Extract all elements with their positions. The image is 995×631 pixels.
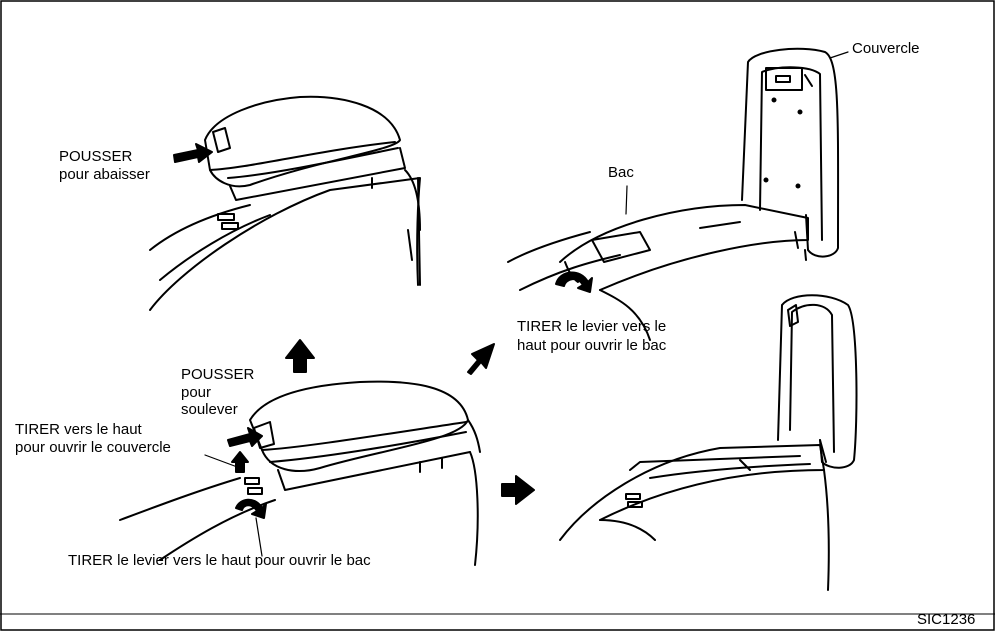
push-arrow-icon (173, 143, 213, 163)
label-tray: Bac (608, 164, 634, 181)
label-pull-up-cover-2: pour ouvrir le couvercle (15, 439, 171, 456)
tray-lever-arrow-icon (555, 271, 593, 293)
push-raise-arrow-icon (227, 427, 263, 447)
pull-lever-curved-arrow-icon (235, 498, 267, 519)
armrest-closed-bottom-left (119, 380, 481, 566)
armrest-closed-top-left (149, 95, 421, 311)
label-push-raise-1: POUSSER (181, 366, 255, 383)
arrow-up-right-icon (467, 343, 495, 375)
figure-code: SIC1236 (917, 611, 976, 628)
leader-line-cover-label (829, 51, 849, 59)
label-push-raise-3: soulever (181, 401, 238, 418)
label-cover: Couvercle (852, 40, 920, 57)
label-push-lower-1: POUSSER (59, 148, 133, 165)
label-pull-lever-bottom: TIRER le levier vers le haut pour ouvrir… (68, 552, 371, 569)
arrow-right-icon (501, 475, 535, 505)
leader-line-lever (255, 517, 263, 557)
pull-up-arrow-icon (231, 451, 249, 473)
leader-line-tray (625, 185, 628, 215)
label-pull-lever-tray-1: TIRER le levier vers le (517, 318, 667, 335)
label-pull-lever-tray-2: haut pour ouvrir le bac (517, 337, 667, 354)
label-pull-up-cover-1: TIRER vers le haut (15, 421, 142, 438)
armrest-open-bottom-right (559, 294, 858, 591)
label-push-raise-2: pour (181, 384, 212, 401)
armrest-open-tray-top-right (507, 47, 840, 341)
arrow-up-icon (285, 339, 315, 373)
leader-line-cover (204, 454, 241, 469)
label-push-lower-2: pour abaisser (59, 166, 150, 183)
